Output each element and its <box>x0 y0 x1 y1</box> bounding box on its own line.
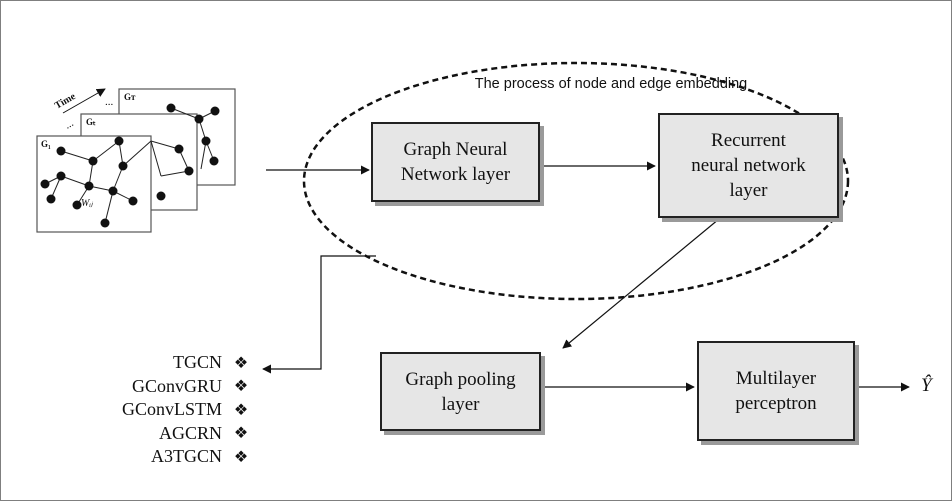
model-item: TGCN ❖ <box>41 351 256 375</box>
model-list: TGCN ❖ GConvGRU ❖ GConvLSTM ❖ AGCRN ❖ A3… <box>41 351 256 469</box>
model-name: GConvGRU <box>131 375 222 396</box>
embedding-ellipse <box>302 61 850 301</box>
frame-label-front: G₁ <box>41 139 51 149</box>
output-y-hat: Ŷ <box>921 375 932 396</box>
time-label: Time <box>53 91 78 112</box>
model-name: TGCN <box>173 352 222 373</box>
graph-pooling-label: Graph pooling layer <box>405 368 516 415</box>
diamond-bullet-icon: ❖ <box>233 448 249 466</box>
graph-snapshot-stack: Time ... ... Gᴛ Gₜ G₁ Wᵢⱼ <box>36 88 236 233</box>
diamond-bullet-icon: ❖ <box>233 401 249 419</box>
mlp-box: Multilayer perceptron <box>697 341 855 441</box>
graph-pooling-box: Graph pooling layer <box>380 352 541 431</box>
ellipse-label: The process of node and edge embedding <box>474 76 748 92</box>
model-item: GConvLSTM ❖ <box>41 398 256 422</box>
gnn-layer-label: Graph Neural Network layer <box>400 139 511 185</box>
diamond-bullet-icon: ❖ <box>233 378 249 396</box>
mlp-label: Multilayer perceptron <box>735 368 817 414</box>
diamond-bullet-icon: ❖ <box>233 425 249 443</box>
rnn-layer-box: Recurrent neural network layer <box>658 113 839 218</box>
ellipsis-left: ... <box>63 117 76 132</box>
rnn-layer-label: Recurrent neural network layer <box>691 130 806 201</box>
model-name: AGCRN <box>158 422 222 443</box>
ellipsis-top: ... <box>105 96 114 108</box>
frame-label-middle: Gₜ <box>86 117 96 127</box>
model-item: A3TGCN ❖ <box>41 445 256 469</box>
model-name: A3TGCN <box>151 446 222 467</box>
edge-weight-label: Wᵢⱼ <box>81 198 94 209</box>
arrow-rnn-to-pooling <box>562 218 720 349</box>
model-name: GConvLSTM <box>121 399 222 420</box>
model-item: GConvGRU ❖ <box>41 375 256 399</box>
model-item: AGCRN ❖ <box>41 422 256 446</box>
arrow-ellipse-to-models <box>262 255 376 374</box>
diamond-bullet-icon: ❖ <box>233 354 249 372</box>
frame-label-back: Gᴛ <box>124 92 136 102</box>
gnn-layer-box: Graph Neural Network layer <box>371 122 540 202</box>
